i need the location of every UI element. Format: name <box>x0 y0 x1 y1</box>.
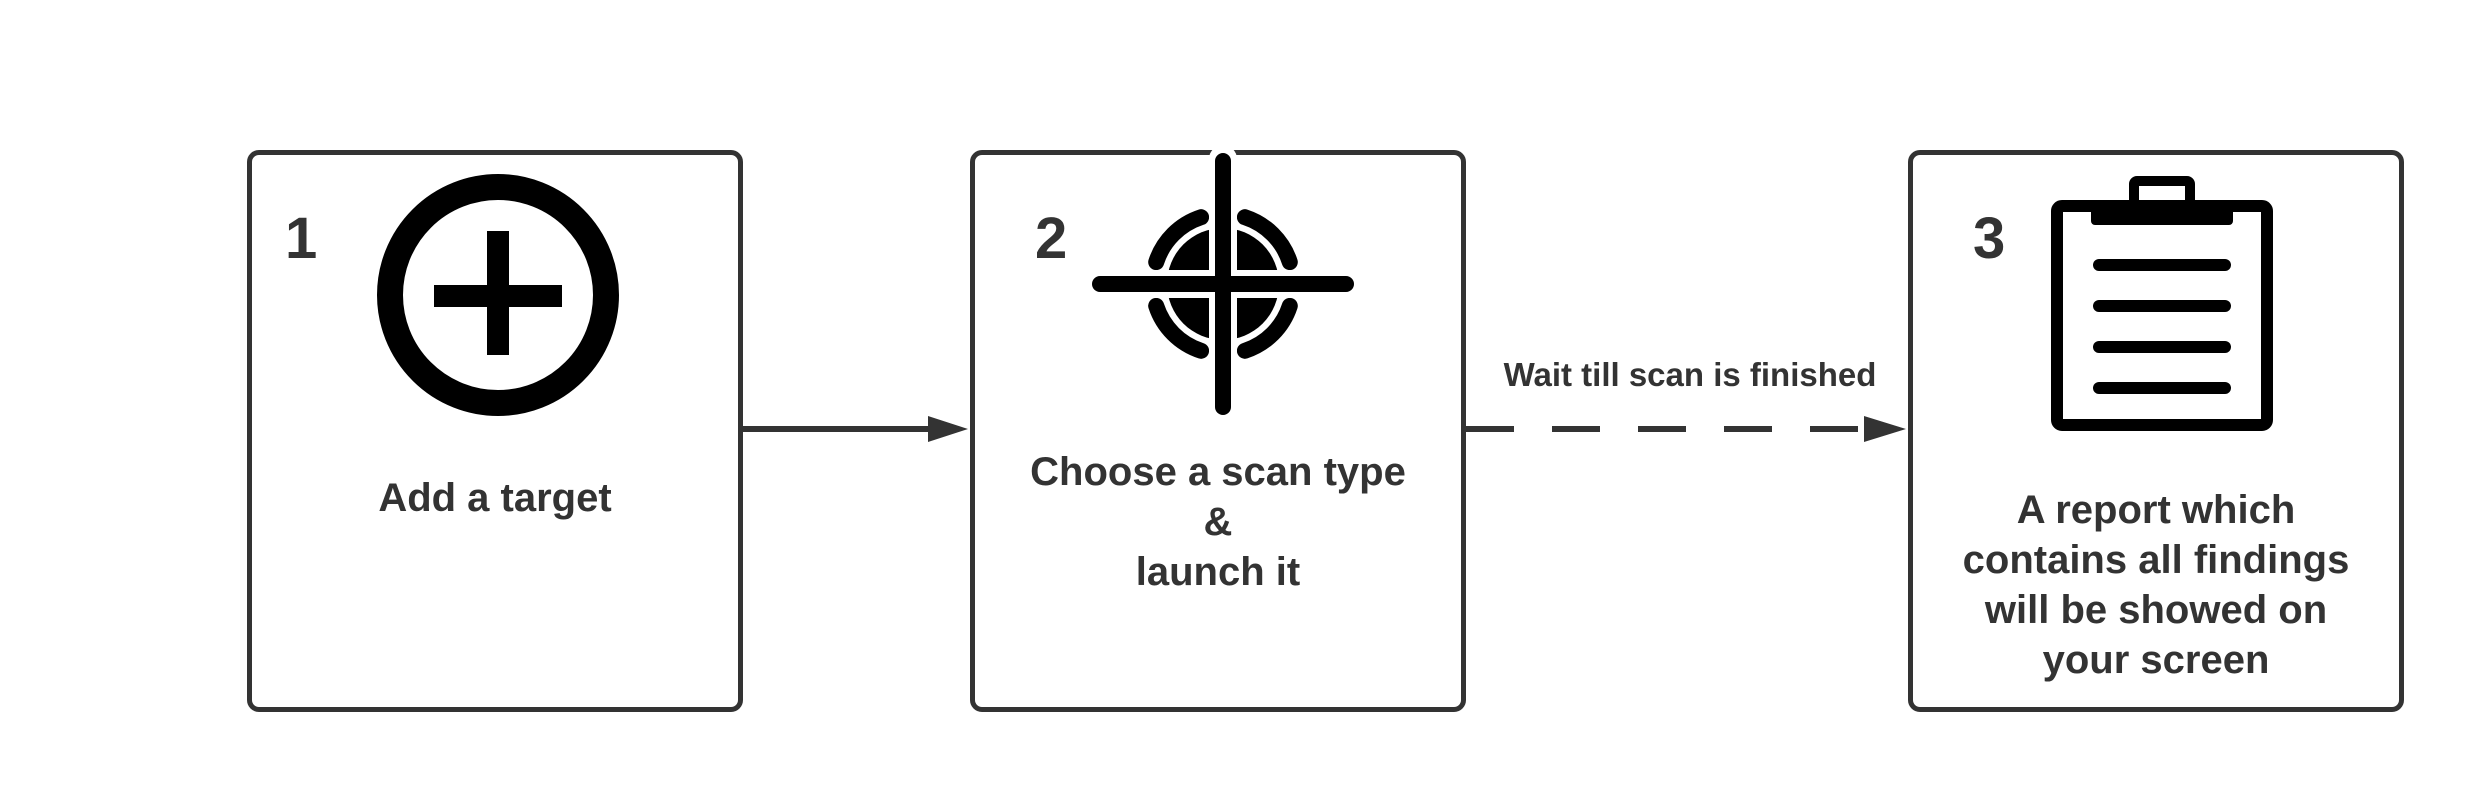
step-card-3: 3 A report which contains all findings w… <box>1908 150 2404 712</box>
connector-solid-1-to-2 <box>743 416 968 442</box>
step-label-line: launch it <box>1135 550 1301 594</box>
connector-dashed-2-to-3 <box>1466 416 1906 442</box>
step-label-line: & <box>1203 500 1233 544</box>
add-circle-icon <box>377 174 619 416</box>
connector-label: Wait till scan is finished <box>1503 356 1877 393</box>
step-label-line: your screen <box>2042 638 2270 682</box>
clipboard-report-icon <box>2051 176 2273 431</box>
step-number: 3 <box>1973 206 2006 271</box>
arrowhead-right-icon <box>928 416 968 442</box>
crosshair-target-icon <box>1088 149 1358 419</box>
step-card-2: 2 Choose a scan type & launch it <box>970 149 1466 712</box>
step-label: Choose a scan type & launch it <box>975 447 1461 597</box>
step-label-line: will be showed on <box>1984 588 2328 632</box>
step-label-line: A report which <box>2016 488 2296 532</box>
step-label-line: Add a target <box>378 476 612 520</box>
step-label-line: Choose a scan type <box>1030 450 1406 494</box>
arrowhead-right-icon <box>1864 416 1906 442</box>
step-label: Add a target <box>252 473 738 523</box>
step-number: 2 <box>1035 206 1068 271</box>
step-label-line: contains all findings <box>1962 538 2350 582</box>
step-number: 1 <box>285 206 318 271</box>
step-card-1: 1 Add a target <box>247 150 743 712</box>
step-label: A report which contains all findings wil… <box>1913 485 2399 685</box>
